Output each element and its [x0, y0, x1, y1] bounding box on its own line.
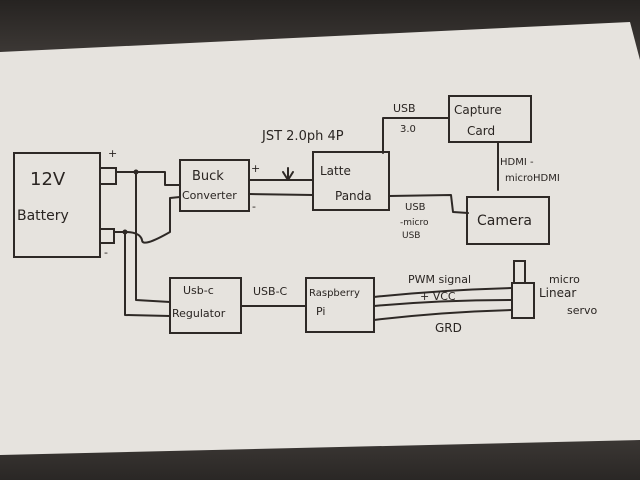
usb30-label-line1: USB — [393, 102, 416, 115]
battery-block: 12V Battery + - — [13, 147, 117, 259]
latte-panda-block: Latte Panda — [312, 151, 390, 211]
servo-label-line3: servo — [567, 304, 598, 317]
battery-voltage-label: 12V — [30, 169, 66, 190]
capture-card-label-line2: Card — [467, 124, 495, 138]
usb-micro-label-line3: USB — [402, 231, 420, 241]
camera-block: Camera — [466, 196, 550, 245]
buck-converter-block: Buck Converter + - — [179, 159, 260, 213]
jst-wires: JST 2.0ph 4P — [248, 129, 344, 196]
buck-minus-label: - — [252, 200, 256, 213]
usb30-label-line2: 3.0 — [400, 124, 416, 135]
usbc-regulator-block: Usb-c Regulator — [169, 277, 242, 334]
battery-plus-label: + — [108, 147, 117, 160]
usbc-regulator-label-line1: Usb-c — [183, 284, 214, 297]
battery-minus-label: - — [104, 246, 108, 259]
raspberry-pi-label-line2: Pi — [316, 305, 325, 318]
usb-micro-wire: USB -micro USB — [388, 194, 469, 241]
jst-connector-label: JST 2.0ph 4P — [261, 129, 344, 144]
hdmi-label-line2: microHDMI — [505, 173, 560, 184]
usbc-wire: USB-C — [240, 285, 307, 307]
camera-label: Camera — [477, 213, 532, 229]
servo-wires: PWM signal + VCC GRD — [373, 273, 513, 335]
hdmi-label-line1: HDMI - — [500, 157, 534, 168]
usbc-label: USB-C — [253, 285, 288, 298]
capture-card-label-line1: Capture — [454, 103, 502, 117]
hdmi-wire: HDMI - microHDMI — [497, 141, 560, 191]
servo-label-line2: Linear — [539, 286, 576, 300]
battery-wires — [113, 169, 181, 317]
latte-panda-label-line2: Panda — [335, 189, 372, 203]
buck-label-line2: Converter — [182, 189, 237, 202]
pwm-signal-label: PWM signal — [408, 273, 471, 286]
raspberry-pi-label-line1: Raspberry — [309, 288, 360, 299]
grd-label: GRD — [435, 321, 462, 335]
servo-block: micro Linear servo — [511, 260, 598, 319]
usb-micro-label-line2: -micro — [400, 218, 429, 228]
usb30-wire: USB 3.0 — [382, 102, 450, 154]
latte-panda-label-line1: Latte — [320, 164, 351, 178]
capture-card-block: Capture Card — [448, 95, 532, 143]
usb-micro-label-line1: USB — [405, 202, 426, 213]
paper-sheet — [0, 22, 640, 455]
vcc-label: + VCC — [420, 290, 456, 303]
buck-plus-label: + — [251, 162, 260, 175]
servo-label-line1: micro — [549, 273, 580, 286]
buck-label-line1: Buck — [192, 169, 224, 184]
usbc-regulator-label-line2: Regulator — [172, 307, 226, 320]
battery-name-label: Battery — [17, 208, 69, 224]
